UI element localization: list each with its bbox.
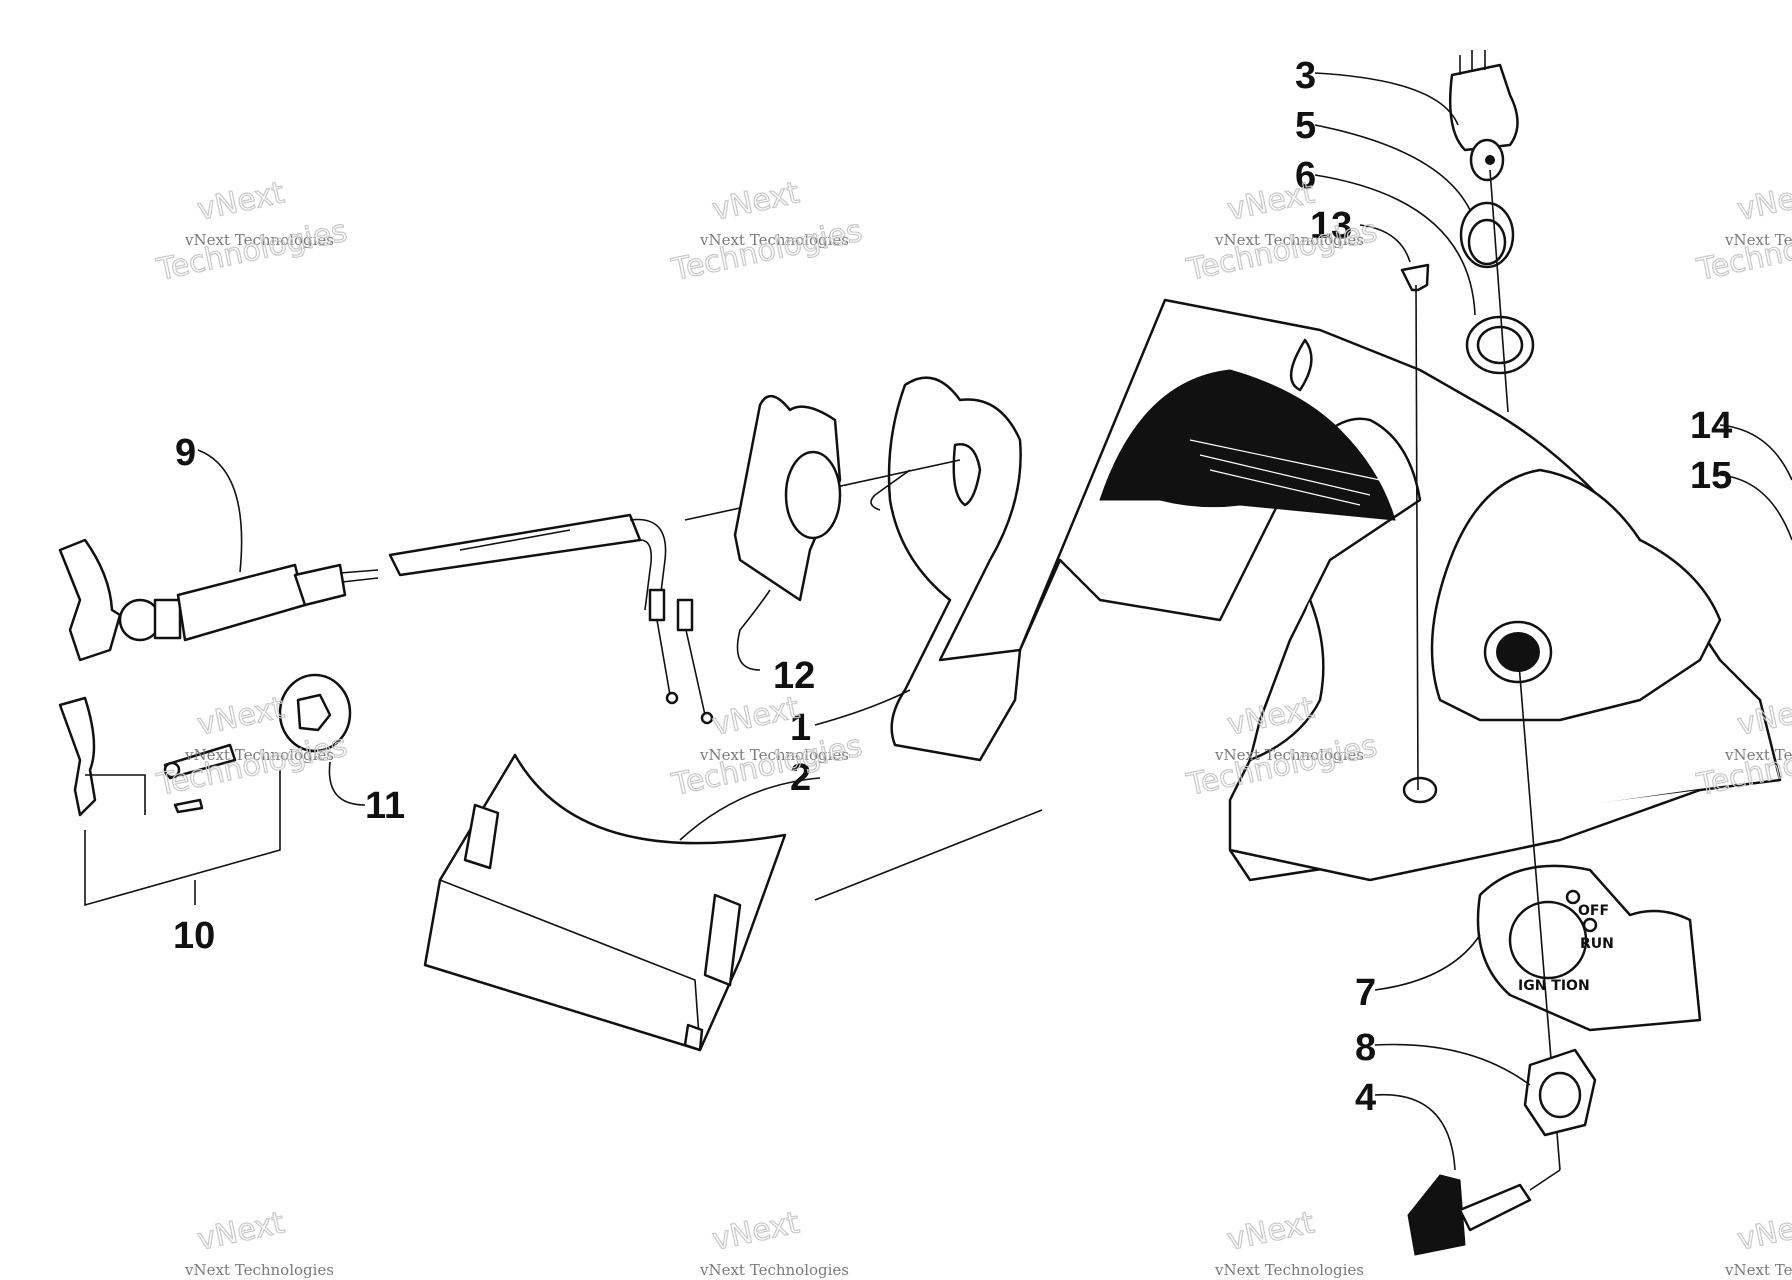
watermark-text: vNext [709, 175, 802, 228]
watermark-text: vNext Technologies [1724, 746, 1792, 764]
watermark-text: vNext [709, 690, 802, 743]
ignition-parts [1400, 50, 1702, 1256]
console-housing [887, 298, 1782, 882]
watermark-text: Technologies [1183, 214, 1380, 289]
watermark-text: Technologies [153, 214, 350, 289]
watermark-text: vNext [709, 1205, 802, 1258]
watermark: vNext vNext Technologies Technologies [1693, 175, 1792, 289]
watermark-text: vNext Technologies [1214, 746, 1364, 764]
watermark-text: vNext Technologies [699, 1261, 849, 1279]
watermark: vNext vNext Technologies Technologies [153, 175, 351, 289]
choke-assembly [58, 459, 961, 725]
callout-7: 7 [1355, 972, 1376, 1014]
watermark-text: Technologies [668, 729, 865, 804]
callout-10: 10 [173, 915, 215, 957]
watermark-text: vNext [1224, 1205, 1317, 1258]
switch-label-off: OFF [1578, 903, 1609, 919]
lower-cover [423, 753, 1043, 1052]
watermark-text: vNext Technologies [1214, 231, 1364, 249]
watermark: vNext vNext Technologies [1214, 1205, 1364, 1279]
watermark: vNext vNext Technologies [699, 1205, 849, 1279]
callout-13: 13 [1310, 205, 1352, 247]
watermark: vNext vNext Technologies Technologies [668, 175, 866, 289]
callout-3: 3 [1295, 55, 1316, 97]
callout-1: 1 [790, 707, 811, 749]
callout-15: 15 [1690, 455, 1732, 497]
watermark-text: Technologies [668, 214, 865, 289]
watermark-text: vNext Technologies [184, 231, 334, 249]
callout-8: 8 [1355, 1027, 1376, 1069]
handle-kit [58, 673, 352, 817]
watermark: vNext vNext Technologies [184, 1205, 334, 1279]
watermark-text: vNext [194, 175, 287, 228]
watermark-text: vNext Technologies [699, 231, 849, 249]
callout-12: 12 [773, 655, 815, 697]
callout-5: 5 [1295, 105, 1316, 147]
watermark-text: vNext [1734, 1205, 1792, 1258]
watermark-text: vNext [1734, 175, 1792, 228]
watermark-text: vNext [1224, 175, 1317, 228]
watermark: vNext vNext Technologies Technologies [1183, 175, 1381, 289]
watermark-text: Technologies [153, 729, 350, 804]
leader-lines [84, 72, 1792, 1171]
watermark-text: vNext Technologies [184, 746, 334, 764]
callout-6: 6 [1295, 155, 1316, 197]
watermark: vNext vNext Technologies [1724, 1205, 1792, 1279]
callout-9: 9 [175, 432, 196, 474]
watermark-text: vNext [194, 1205, 287, 1258]
callout-numbers: 1 2 3 4 5 6 7 8 9 10 11 12 13 14 15 [173, 55, 1732, 1119]
watermark-text: vNext [194, 690, 287, 743]
watermark-text: vNext Technologies [1724, 231, 1792, 249]
callout-11: 11 [365, 785, 405, 827]
watermark-text: vNext Technologies [1724, 1261, 1792, 1279]
watermark: vNext vNext Technologies Technologies [668, 690, 866, 804]
callout-4: 4 [1355, 1077, 1376, 1119]
callout-14: 14 [1690, 405, 1732, 447]
switch-label-run: RUN [1580, 936, 1614, 952]
watermark-text: vNext Technologies [184, 1261, 334, 1279]
decal [733, 395, 911, 602]
callout-2: 2 [790, 757, 811, 799]
switch-label-ignition: IGN TION [1518, 978, 1590, 994]
watermark-text: vNext Technologies [699, 746, 849, 764]
watermark-text: vNext Technologies [1214, 1261, 1364, 1279]
